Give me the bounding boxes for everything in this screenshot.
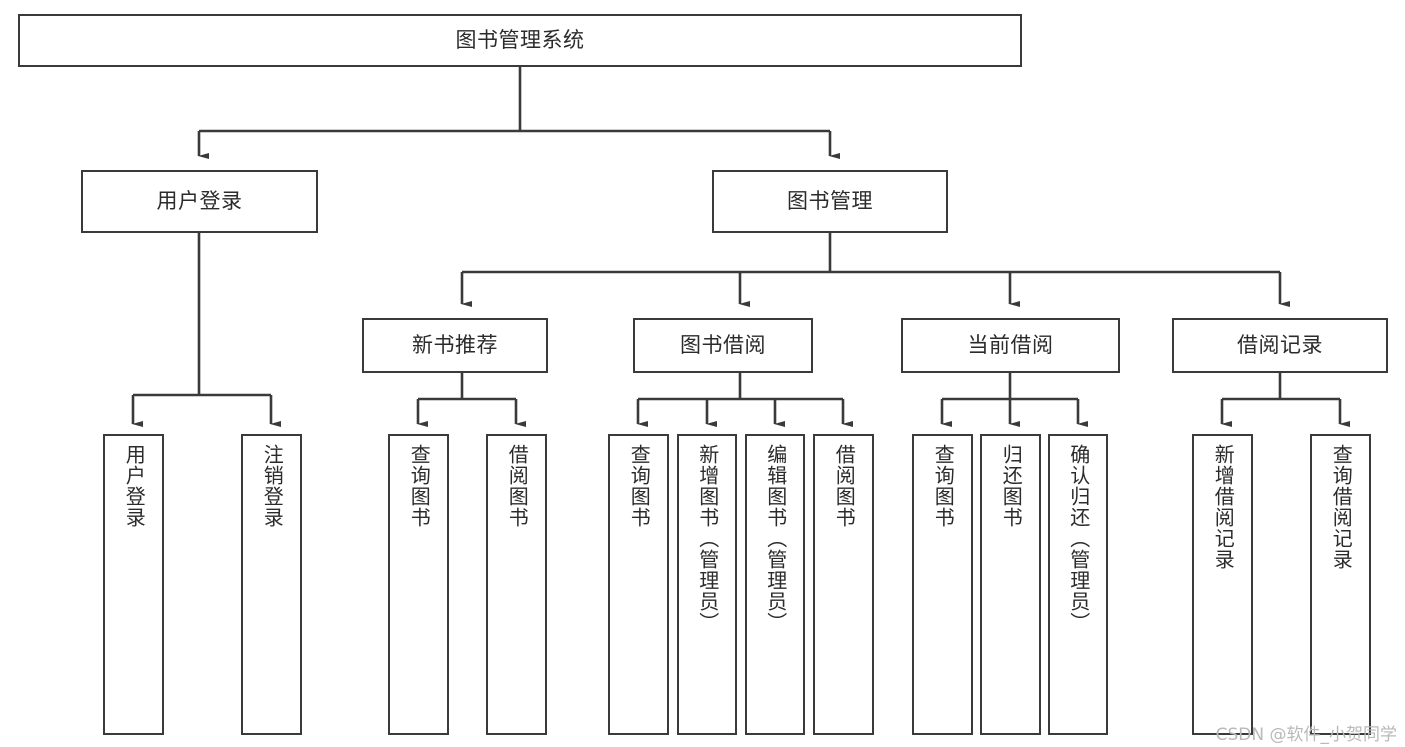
node-book-borrow[interactable]: 图书借阅 [633,318,813,373]
node-label: 查询借阅记录 [1329,444,1354,570]
node-borrow-record[interactable]: 借阅记录 [1172,318,1388,373]
node-label: 用户登录 [156,189,243,214]
node-label: 查询图书 [627,444,652,528]
node-current-borrow[interactable]: 当前借阅 [901,318,1120,373]
node-label: 新书推荐 [412,333,498,358]
node-leaf-return-book[interactable]: 归还图书 [980,434,1041,735]
node-root-system[interactable]: 图书管理系统 [18,14,1022,67]
node-book-manage[interactable]: 图书管理 [712,170,948,233]
node-label: 借阅图书 [505,444,530,528]
node-label: 借阅记录 [1237,333,1323,358]
node-label: 注销登录 [260,444,285,528]
node-label: 图书管理系统 [455,28,585,53]
node-label: 新增借阅记录 [1211,444,1236,570]
node-leaf-add-book[interactable]: 新增图书（管理员） [677,434,737,735]
node-leaf-query-book-3[interactable]: 查询图书 [912,434,973,735]
node-label: 编辑图书（管理员） [763,444,788,633]
node-leaf-query-book-2[interactable]: 查询图书 [608,434,669,735]
node-leaf-borrow-book-1[interactable]: 借阅图书 [486,434,547,735]
node-label: 查询图书 [931,444,956,528]
node-label: 图书管理 [787,189,873,214]
node-leaf-logout[interactable]: 注销登录 [241,434,302,735]
node-leaf-edit-book[interactable]: 编辑图书（管理员） [745,434,805,735]
node-leaf-user-login[interactable]: 用户登录 [103,434,164,735]
node-leaf-confirm-return[interactable]: 确认归还（管理员） [1048,434,1108,735]
node-label: 归还图书 [999,444,1024,528]
node-label: 新增图书（管理员） [695,444,720,633]
node-label: 确认归还（管理员） [1066,444,1091,633]
node-new-book-rec[interactable]: 新书推荐 [362,318,548,373]
node-user-login[interactable]: 用户登录 [81,170,318,233]
node-leaf-query-book-1[interactable]: 查询图书 [388,434,449,735]
node-label: 用户登录 [122,444,147,528]
node-leaf-add-record[interactable]: 新增借阅记录 [1192,434,1253,735]
node-label: 借阅图书 [832,444,857,528]
node-label: 图书借阅 [680,333,766,358]
watermark-text: CSDN @软件_小贺同学 [1215,725,1397,745]
node-label: 当前借阅 [967,333,1054,358]
node-leaf-borrow-book-2[interactable]: 借阅图书 [813,434,874,735]
node-leaf-query-record[interactable]: 查询借阅记录 [1310,434,1371,735]
node-label: 查询图书 [407,444,432,528]
